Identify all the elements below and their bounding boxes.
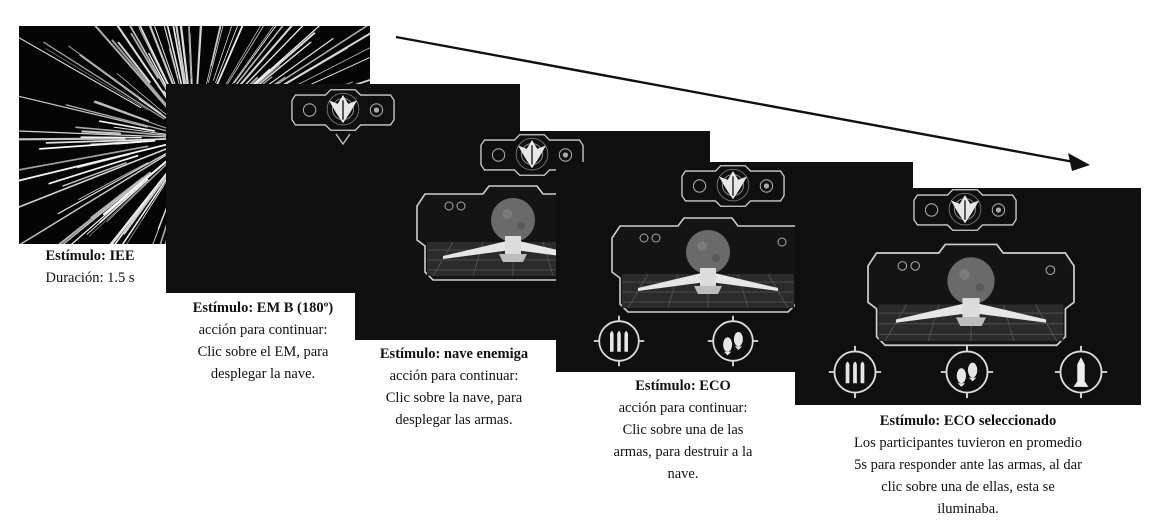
caption-title: Estímulo: nave enemiga <box>348 343 560 365</box>
chevron-down-icon <box>334 132 352 148</box>
caption-line: 5s para responder ante las armas, al dar <box>818 454 1118 476</box>
caption-line: Duración: 1.5 s <box>15 267 165 289</box>
caption-iee: Estímulo: IEE Duración: 1.5 s <box>15 245 165 289</box>
bullets-icon[interactable] <box>592 314 646 368</box>
star-streak <box>81 137 141 138</box>
missile-icon[interactable] <box>1053 344 1109 400</box>
star-streak <box>24 173 150 244</box>
caption-line: Clic sobre una de las <box>583 419 783 441</box>
enemy-spaceship-icon <box>853 238 1089 356</box>
star-streak <box>63 163 126 186</box>
caption-line: acción para continuar: <box>160 319 366 341</box>
caption-line: Clic sobre la nave, para <box>348 387 560 409</box>
caption-line: Los participantes tuvieron en promedio <box>818 432 1118 454</box>
caption-eco: Estímulo: ECO acción para continuar: Cli… <box>583 375 783 485</box>
star-streak <box>95 102 148 122</box>
winged-emblem-icon <box>907 188 1023 232</box>
bullets-icon[interactable] <box>827 344 883 400</box>
star-streak <box>19 139 125 140</box>
star-streak <box>239 26 309 92</box>
caption-title: Estímulo: ECO seleccionado <box>818 410 1118 432</box>
caption-line: clic sobre una de ellas, esta se <box>818 476 1118 498</box>
bombs-icon[interactable] <box>939 344 995 400</box>
caption-title: Estímulo: EM B (180º) <box>160 297 366 319</box>
star-streak <box>19 26 141 108</box>
caption-em: Estímulo: EM B (180º) acción para contin… <box>160 297 366 385</box>
star-streak <box>79 181 160 244</box>
star-streak <box>19 156 165 244</box>
caption-line: armas, para destruir a la <box>583 441 783 463</box>
star-streak <box>53 167 173 244</box>
caption-line: acción para continuar: <box>583 397 783 419</box>
winged-emblem-icon <box>284 88 402 132</box>
caption-line: desplegar la nave. <box>160 363 366 385</box>
stimulus-screen-eco-seleccionado <box>795 188 1141 405</box>
star-streak <box>188 26 191 79</box>
caption-title: Estímulo: IEE <box>15 245 165 267</box>
star-streak <box>19 146 148 173</box>
caption-line: Clic sobre el EM, para <box>160 341 366 363</box>
winged-emblem-icon <box>674 164 792 208</box>
caption-line: iluminaba. <box>818 498 1118 520</box>
enemy-spaceship-icon <box>608 212 808 322</box>
caption-title: Estímulo: ECO <box>583 375 783 397</box>
caption-line: acción para continuar: <box>348 365 560 387</box>
caption-nave: Estímulo: nave enemiga acción para conti… <box>348 343 560 431</box>
caption-eco-seleccionado: Estímulo: ECO seleccionado Los participa… <box>818 410 1118 520</box>
caption-line: desplegar las armas. <box>348 409 560 431</box>
star-streak <box>46 49 148 110</box>
caption-line: nave. <box>583 463 783 485</box>
bombs-icon[interactable] <box>706 314 760 368</box>
